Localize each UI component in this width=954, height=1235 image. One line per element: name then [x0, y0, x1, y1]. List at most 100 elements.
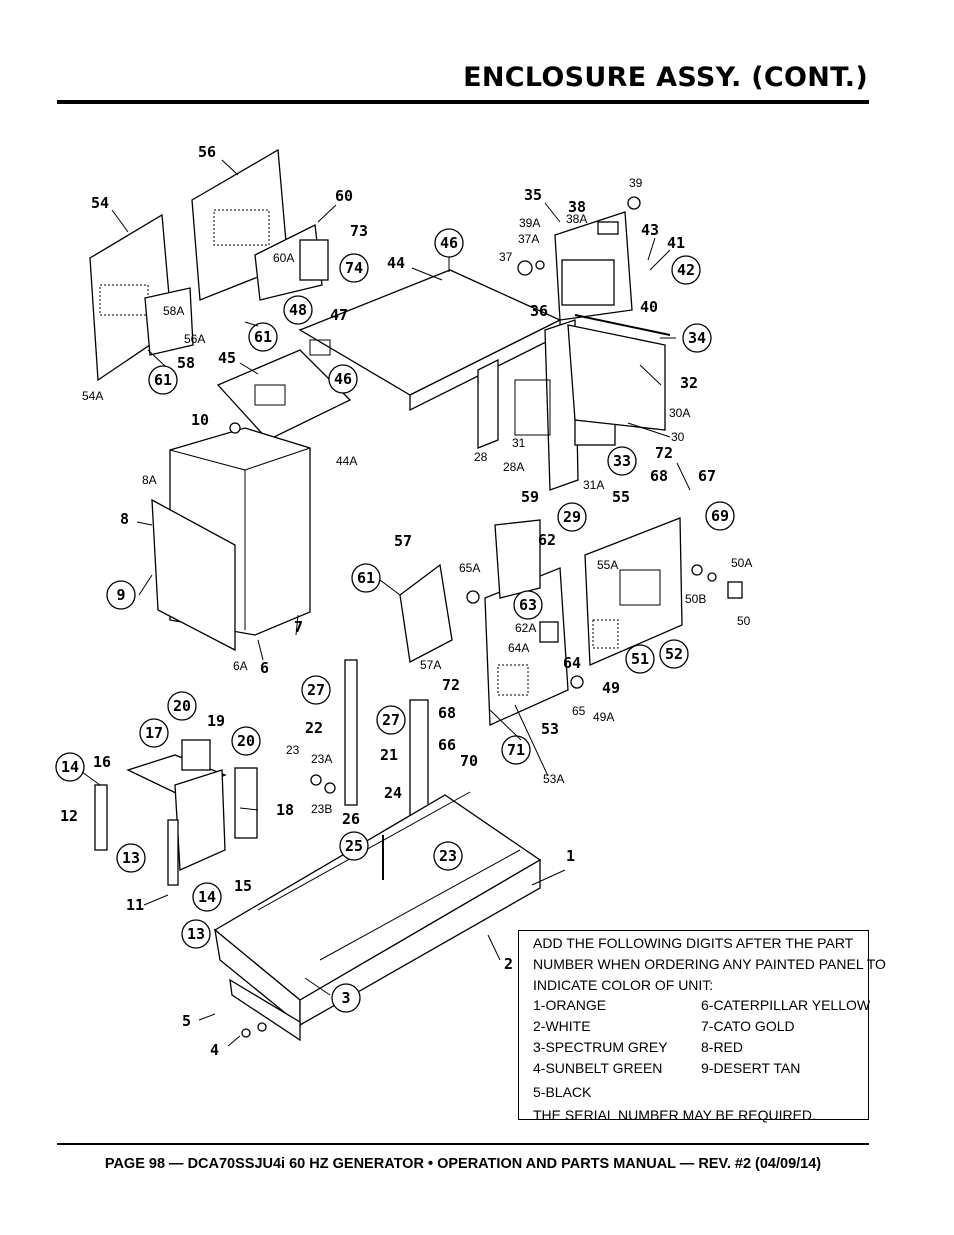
door-36 [554, 211, 633, 321]
label-31: 31 [512, 436, 526, 450]
callout-13-right: 13 [187, 925, 205, 943]
callout-33: 33 [613, 452, 631, 470]
footer-rule [57, 1143, 869, 1145]
color-code-item: 7-CATO GOLD [701, 1018, 795, 1035]
label-28: 28 [474, 450, 488, 464]
callout-64: 64 [563, 654, 581, 672]
color-code-item: 5-BLACK [533, 1083, 592, 1100]
callout-24: 24 [384, 784, 402, 802]
callout-36: 36 [530, 302, 548, 320]
color-code-item: 6-CATERPILLAR YELLOW [701, 997, 871, 1014]
callout-43: 43 [641, 221, 659, 239]
color-code-item: 8-RED [701, 1038, 744, 1055]
callout-38: 38 [568, 198, 586, 216]
callout-46-lower: 46 [334, 370, 352, 388]
color-code-item: 4-SUNBELT GREEN [533, 1059, 663, 1076]
callout-15: 15 [234, 877, 252, 895]
label-39: 39 [629, 176, 643, 190]
note-intro-2: NUMBER WHEN ORDERING ANY PAINTED PANEL T… [533, 955, 886, 972]
fittings [229, 196, 743, 1038]
label-60A: 60A [273, 251, 294, 265]
callout-73: 73 [350, 222, 368, 240]
base-frame-2 [213, 791, 542, 1042]
callout-2: 2 [504, 955, 513, 973]
callout-5: 5 [182, 1012, 191, 1030]
panel-58 [144, 287, 194, 356]
title-rule [57, 100, 869, 104]
label-55A: 55A [597, 558, 618, 572]
color-code-item: 9-DESERT TAN [701, 1059, 801, 1076]
label-31A: 31A [583, 478, 604, 492]
note-intro-3: INDICATE COLOR OF UNIT: [533, 976, 714, 993]
callout-61-top: 61 [254, 328, 272, 346]
color-code-note: ADD THE FOLLOWING DIGITS AFTER THE PART … [518, 930, 886, 1123]
panel-53 [484, 567, 569, 726]
callout-55: 55 [612, 488, 630, 506]
label-44A: 44A [336, 454, 357, 468]
callout-11: 11 [126, 896, 144, 914]
color-code-item: 1-ORANGE [533, 997, 607, 1014]
callout-74: 74 [345, 259, 363, 277]
callout-21: 21 [380, 746, 398, 764]
page-title: ENCLOSURE ASSY. (CONT.) [463, 62, 868, 93]
label-6A: 6A [233, 659, 248, 673]
label-37A: 37A [518, 232, 539, 246]
callout-4: 4 [210, 1041, 219, 1059]
callout-1: 1 [566, 847, 575, 865]
label-38A: 38A [566, 212, 587, 226]
label-23A: 23A [311, 752, 332, 766]
grille-30 [567, 314, 671, 431]
label-50B: 50B [685, 592, 706, 606]
callout-46: 46 [440, 234, 458, 252]
callout-29: 29 [563, 508, 581, 526]
callout-48: 48 [289, 301, 307, 319]
label-37: 37 [499, 250, 513, 264]
callout-22: 22 [305, 719, 323, 737]
callout-14-right: 14 [198, 888, 216, 906]
color-code-list: 1-ORANGE 6-CATERPILLAR YELLOW 2-WHITE 7-… [533, 995, 871, 1078]
callout-49: 49 [602, 679, 620, 697]
callout-13-left: 13 [122, 849, 140, 867]
callout-7: 7 [294, 618, 303, 636]
callout-12: 12 [60, 807, 78, 825]
label-49A: 49A [593, 710, 614, 724]
panel-59 [494, 519, 541, 599]
callout-27-right: 27 [382, 711, 400, 729]
callout-67: 67 [698, 467, 716, 485]
control-box-15 [126, 739, 258, 871]
label-50: 50 [737, 614, 751, 628]
callout-25: 25 [345, 837, 363, 855]
callout-34: 34 [688, 329, 706, 347]
callout-66: 66 [438, 736, 456, 754]
callout-68-top: 68 [650, 467, 668, 485]
callout-52: 52 [665, 645, 683, 663]
callout-70: 70 [460, 752, 478, 770]
callout-27-left: 27 [307, 681, 325, 699]
callout-53: 53 [541, 720, 559, 738]
callout-72-bottom: 72 [442, 676, 460, 694]
callout-56: 56 [198, 143, 216, 161]
label-8A: 8A [142, 473, 157, 487]
callout-45: 45 [218, 349, 236, 367]
callout-23: 23 [439, 847, 457, 865]
label-62A: 62A [515, 621, 536, 635]
callout-44: 44 [387, 254, 405, 272]
callout-57: 57 [394, 532, 412, 550]
label-30A: 30A [669, 406, 690, 420]
color-code-item: 2-WHITE [533, 1018, 591, 1035]
callout-69: 69 [711, 507, 729, 525]
circled-callouts: 46 74 42 48 61 61 46 34 33 29 69 9 61 63… [55, 228, 735, 1013]
callout-8: 8 [120, 510, 129, 528]
callout-10: 10 [191, 411, 209, 429]
label-56A: 56A [184, 332, 205, 346]
panel-55 [584, 517, 683, 666]
note-intro-1: ADD THE FOLLOWING DIGITS AFTER THE PART [533, 935, 854, 951]
callout-17: 17 [145, 724, 163, 742]
callout-58: 58 [177, 354, 195, 372]
callout-59: 59 [521, 488, 539, 506]
label-53A: 53A [543, 772, 564, 786]
callout-32: 32 [680, 374, 698, 392]
bracket-12 [94, 784, 179, 886]
callout-19: 19 [207, 712, 225, 730]
